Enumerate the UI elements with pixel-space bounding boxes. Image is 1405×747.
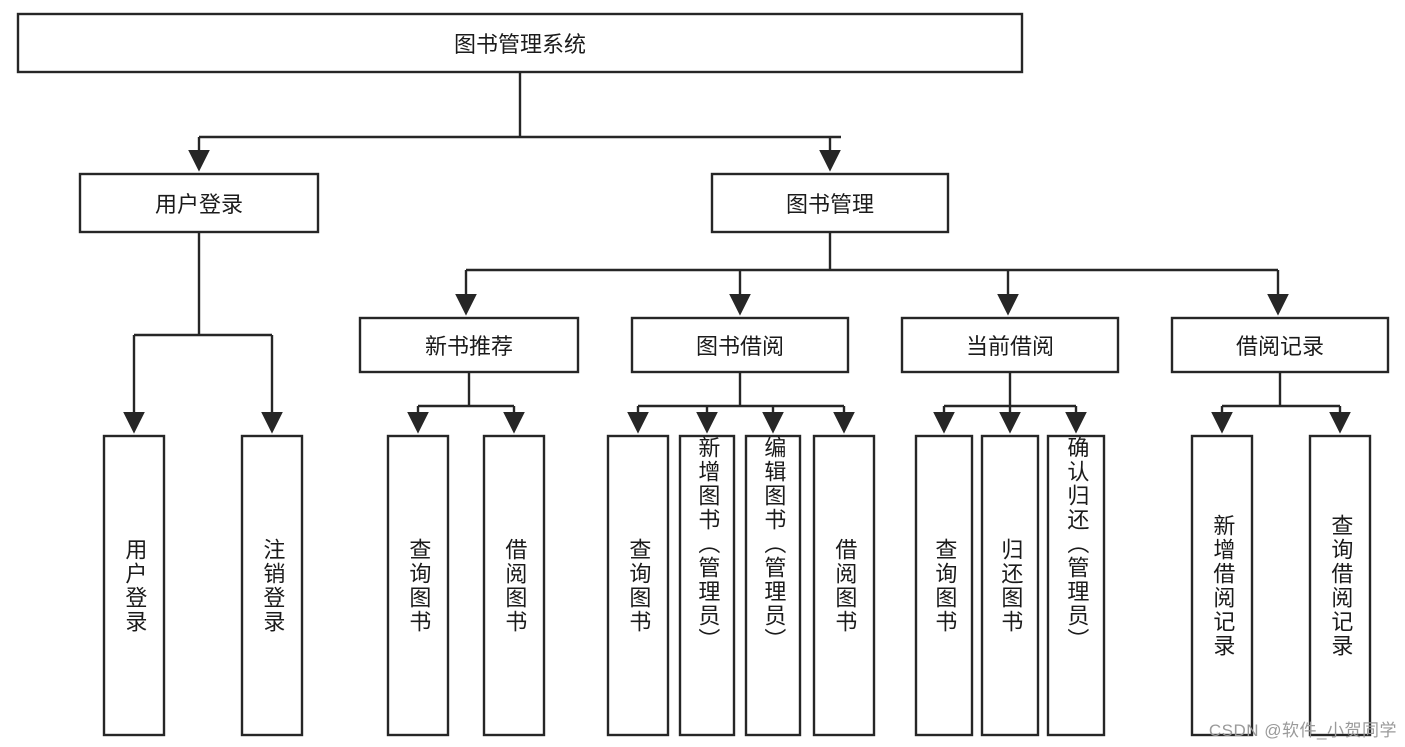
node-box-leaf-query-book-current[interactable]: [914, 434, 974, 737]
node-box-leaf-logout-login[interactable]: [240, 434, 304, 737]
node-box-leaf-add-borrow-record[interactable]: [1190, 434, 1254, 737]
node-box-leaf-edit-book-admin[interactable]: [744, 434, 802, 737]
node-box-current-borrow[interactable]: [900, 316, 1120, 374]
node-box-leaf-add-book-admin[interactable]: [678, 434, 736, 737]
node-box-borrow-record[interactable]: [1170, 316, 1390, 374]
node-box-leaf-borrow-book-recommend[interactable]: [482, 434, 546, 737]
node-box-leaf-query-book-borrow[interactable]: [606, 434, 670, 737]
node-box-leaf-user-login[interactable]: [102, 434, 166, 737]
node-box-root[interactable]: [16, 12, 1024, 74]
node-box-new-book-recommend[interactable]: [358, 316, 580, 374]
node-box-group: [16, 12, 1390, 737]
node-box-leaf-return-book[interactable]: [980, 434, 1040, 737]
node-box-book-management[interactable]: [710, 172, 950, 234]
csdn-watermark: CSDN @软件_小贺同学: [1208, 721, 1397, 740]
node-box-user-login[interactable]: [78, 172, 320, 234]
node-box-leaf-borrow-book[interactable]: [812, 434, 876, 737]
node-box-leaf-confirm-return-admin[interactable]: [1046, 434, 1106, 737]
node-box-book-borrow[interactable]: [630, 316, 850, 374]
edge-group: [123, 72, 1351, 434]
node-box-leaf-query-book-recommend[interactable]: [386, 434, 450, 737]
node-box-leaf-query-borrow-record[interactable]: [1308, 434, 1372, 737]
